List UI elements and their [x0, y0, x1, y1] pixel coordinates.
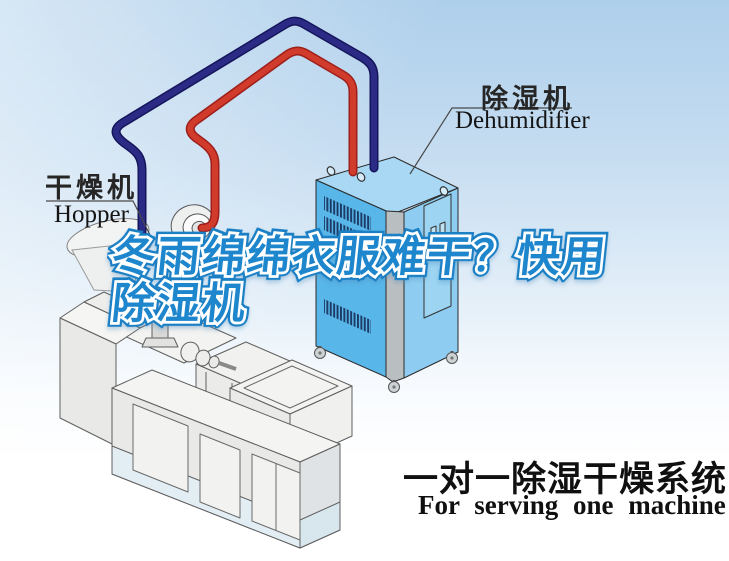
dehumidifier-illustration	[314, 156, 459, 393]
caption-cn: 一对一除湿干燥系统	[403, 460, 728, 499]
hopper-label-en: Hopper	[54, 201, 129, 228]
dry-air-pipe	[185, 46, 358, 233]
headline-line1: 冬雨绵绵衣服难干？快用 冬雨绵绵衣服难干？快用 冬雨绵绵衣服难干？快用	[105, 228, 615, 286]
dehumidifier-label-cn: 除湿机	[481, 84, 574, 114]
caption-en: For serving one machine	[418, 490, 726, 520]
extruder-machine-illustration	[59, 291, 353, 549]
caster-wheels	[314, 346, 458, 393]
return-air-pipe	[111, 16, 379, 248]
hopper-dryer-illustration	[66, 204, 216, 293]
headline-line2-text: 除湿机	[109, 280, 250, 328]
headline-line1-text: 冬雨绵绵衣服难干？快用	[109, 233, 610, 281]
dehumidifier-label-en: Dehumidifier	[455, 107, 590, 134]
hopper-label-cn: 干燥机	[45, 173, 138, 203]
headline-line2: 除湿机 除湿机 除湿机	[105, 275, 255, 333]
leader-lines	[46, 107, 572, 240]
hopper-leader-line	[46, 200, 153, 240]
dehumidifier-leader-line	[409, 107, 572, 175]
